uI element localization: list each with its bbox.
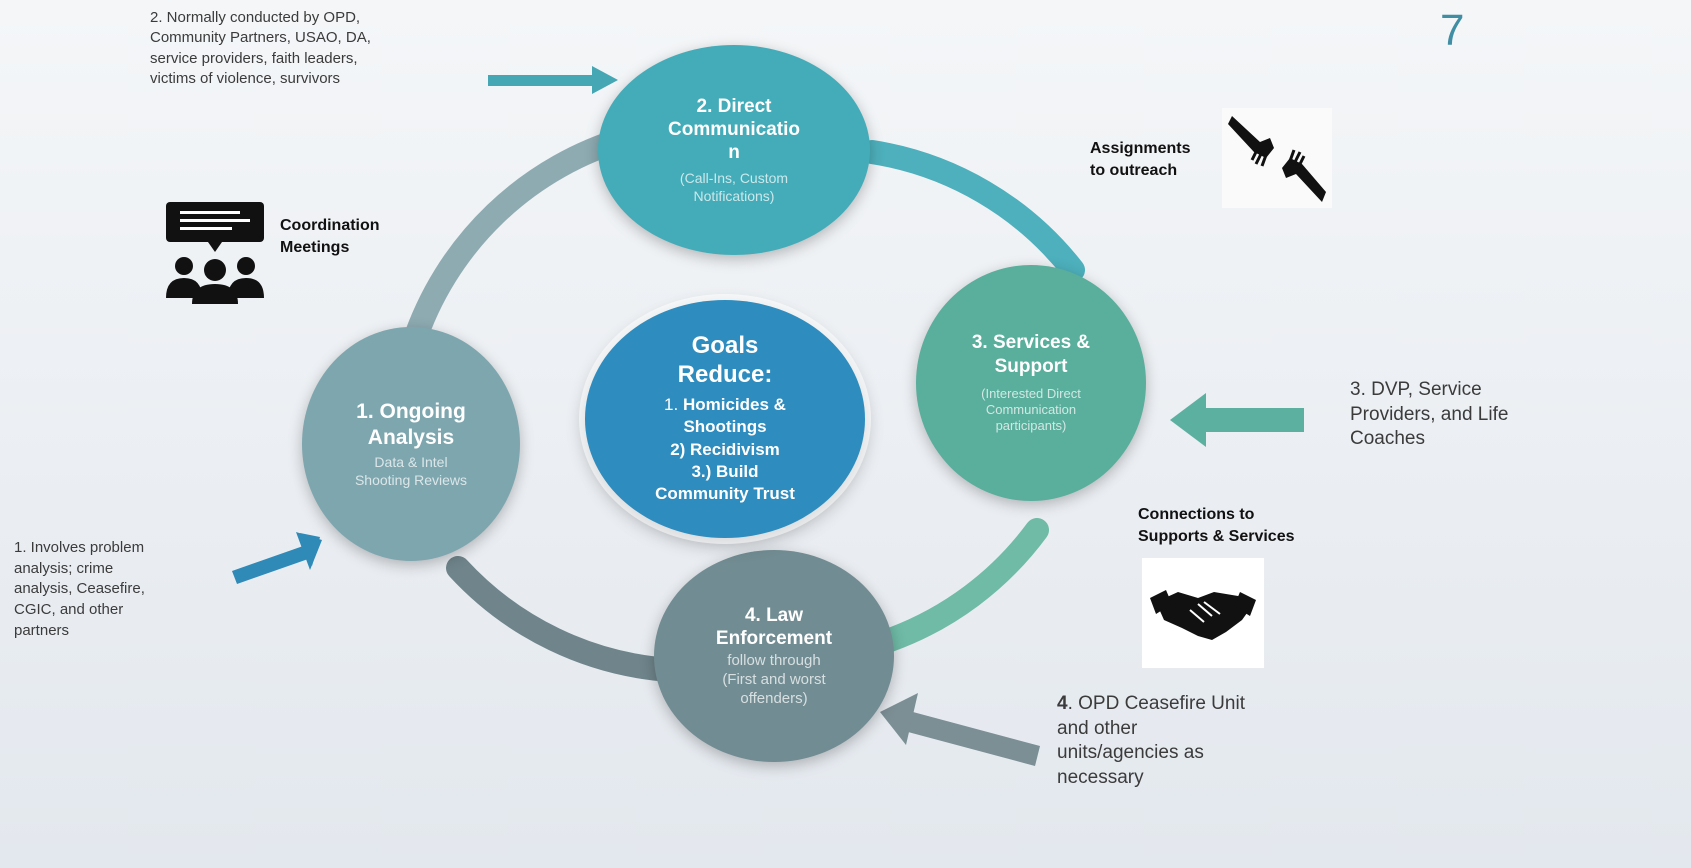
node-ongoing-analysis: 1. Ongoing Analysis Data & Intel Shootin… bbox=[302, 327, 520, 561]
node-law-enforcement: 4. Law Enforcement follow through (First… bbox=[654, 550, 894, 762]
goal-3-continued: Community Trust bbox=[655, 484, 795, 504]
goal-3: 3.) Build bbox=[691, 462, 759, 482]
note-bottom-right: 4. OPD Ceasefire Unit and other units/ag… bbox=[1057, 692, 1327, 791]
note-right: 3. DVP, Service Providers, and Life Coac… bbox=[1350, 379, 1509, 450]
arrow-left bbox=[232, 532, 322, 584]
arrow-top bbox=[488, 66, 618, 94]
note-bottom-right-number: 4 bbox=[1057, 693, 1068, 714]
node-direct-communication-title: 2. Direct Communicatio n bbox=[668, 95, 800, 164]
ring-arc-analysis-to-direct bbox=[401, 125, 642, 357]
node-law-enforcement-title: 4. Law Enforcement bbox=[715, 604, 833, 649]
reaching-hands-icon bbox=[1222, 108, 1332, 208]
goal-1-text: Homicides & bbox=[682, 394, 786, 414]
node-services-support: 3. Services & Support (Interested Direct… bbox=[916, 265, 1146, 501]
arrow-right bbox=[1170, 393, 1304, 447]
node-ongoing-analysis-title: 1. Ongoing Analysis bbox=[356, 399, 466, 449]
goals-title: Goals bbox=[691, 332, 759, 360]
note-top: 2. Normally conducted by OPD, Community … bbox=[150, 9, 371, 88]
ring-arc-law-to-analysis bbox=[446, 556, 682, 682]
page-number: 7 bbox=[1440, 6, 1465, 55]
ring-arc-direct-to-services bbox=[860, 140, 1085, 282]
handshake-icon bbox=[1142, 558, 1264, 668]
note-bottom-right-text: . OPD Ceasefire Unit and other units/age… bbox=[1057, 693, 1245, 789]
goals-circle: Goals Reduce: 1. Homicides & Shootings 2… bbox=[585, 300, 865, 538]
goal-1-continued: Shootings bbox=[683, 417, 767, 437]
node-ongoing-analysis-sub: Data & Intel Shooting Reviews bbox=[354, 454, 468, 488]
meeting-people-icon bbox=[160, 200, 270, 306]
node-law-enforcement-sub: follow through (First and worst offender… bbox=[722, 652, 826, 707]
arrow-bottom bbox=[880, 693, 1040, 766]
connections-label: Connections to Supports & Services bbox=[1138, 506, 1295, 545]
goal-2: 2) Recidivism bbox=[670, 439, 780, 459]
ring-arc-services-to-law bbox=[878, 518, 1049, 652]
node-direct-communication: 2. Direct Communicatio n (Call-Ins, Cust… bbox=[598, 45, 870, 255]
goal-1-number: 1. bbox=[664, 394, 679, 414]
coordination-label: Coordination Meetings bbox=[280, 217, 380, 256]
node-direct-communication-sub: (Call-Ins, Custom Notifications) bbox=[679, 170, 789, 204]
note-left: 1. Involves problem analysis; crime anal… bbox=[14, 539, 145, 639]
assignments-label: Assignments to outreach bbox=[1090, 140, 1191, 179]
goal-1: 1. Homicides & bbox=[664, 394, 786, 416]
goals-reduce: Reduce: bbox=[677, 360, 773, 388]
node-services-support-sub: (Interested Direct Communication partici… bbox=[981, 385, 1081, 434]
node-services-support-title: 3. Services & Support bbox=[971, 332, 1091, 377]
